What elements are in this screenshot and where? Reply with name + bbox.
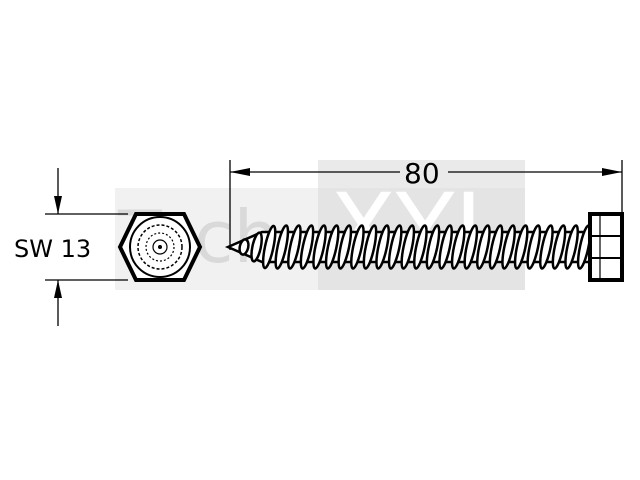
thread-crest — [324, 224, 340, 270]
thread-crest — [413, 224, 428, 270]
thread-crest — [250, 231, 263, 263]
thread-crest — [501, 224, 516, 270]
length-label: 80 — [404, 157, 440, 190]
thread-crest — [488, 224, 504, 270]
arrow-bottom — [54, 280, 62, 298]
thread-crest — [387, 224, 403, 270]
thread-crest — [513, 224, 529, 270]
thread-crest — [539, 224, 554, 270]
thread-crest — [362, 224, 378, 270]
thread-crest — [400, 224, 416, 270]
thread-crest — [425, 224, 441, 270]
screw-threads — [238, 224, 592, 270]
thread-crest — [350, 224, 365, 270]
thread-crest — [261, 224, 277, 270]
thread-crest — [337, 224, 353, 270]
head-size-label: SW 13 — [14, 235, 91, 263]
arrow-right — [602, 168, 622, 176]
length-dimension — [229, 160, 623, 250]
thread-crest — [564, 224, 579, 270]
thread-crest — [312, 224, 327, 270]
thread-crest — [238, 238, 250, 256]
head-dimension — [45, 168, 128, 326]
arrow-left — [230, 168, 250, 176]
screw-side-view — [224, 212, 624, 282]
thread-crest — [476, 224, 491, 270]
thread-crest — [551, 224, 567, 270]
thread-crest — [375, 224, 390, 270]
thread-crest — [299, 224, 315, 270]
thread-crest — [450, 224, 466, 270]
arrow-top — [54, 196, 62, 214]
thread-crest — [274, 224, 290, 270]
thread-crest — [526, 224, 542, 270]
thread-crest — [438, 224, 453, 270]
thread-crest — [287, 224, 302, 270]
hex-head-end-view — [117, 212, 203, 282]
thread-crest — [463, 224, 479, 270]
